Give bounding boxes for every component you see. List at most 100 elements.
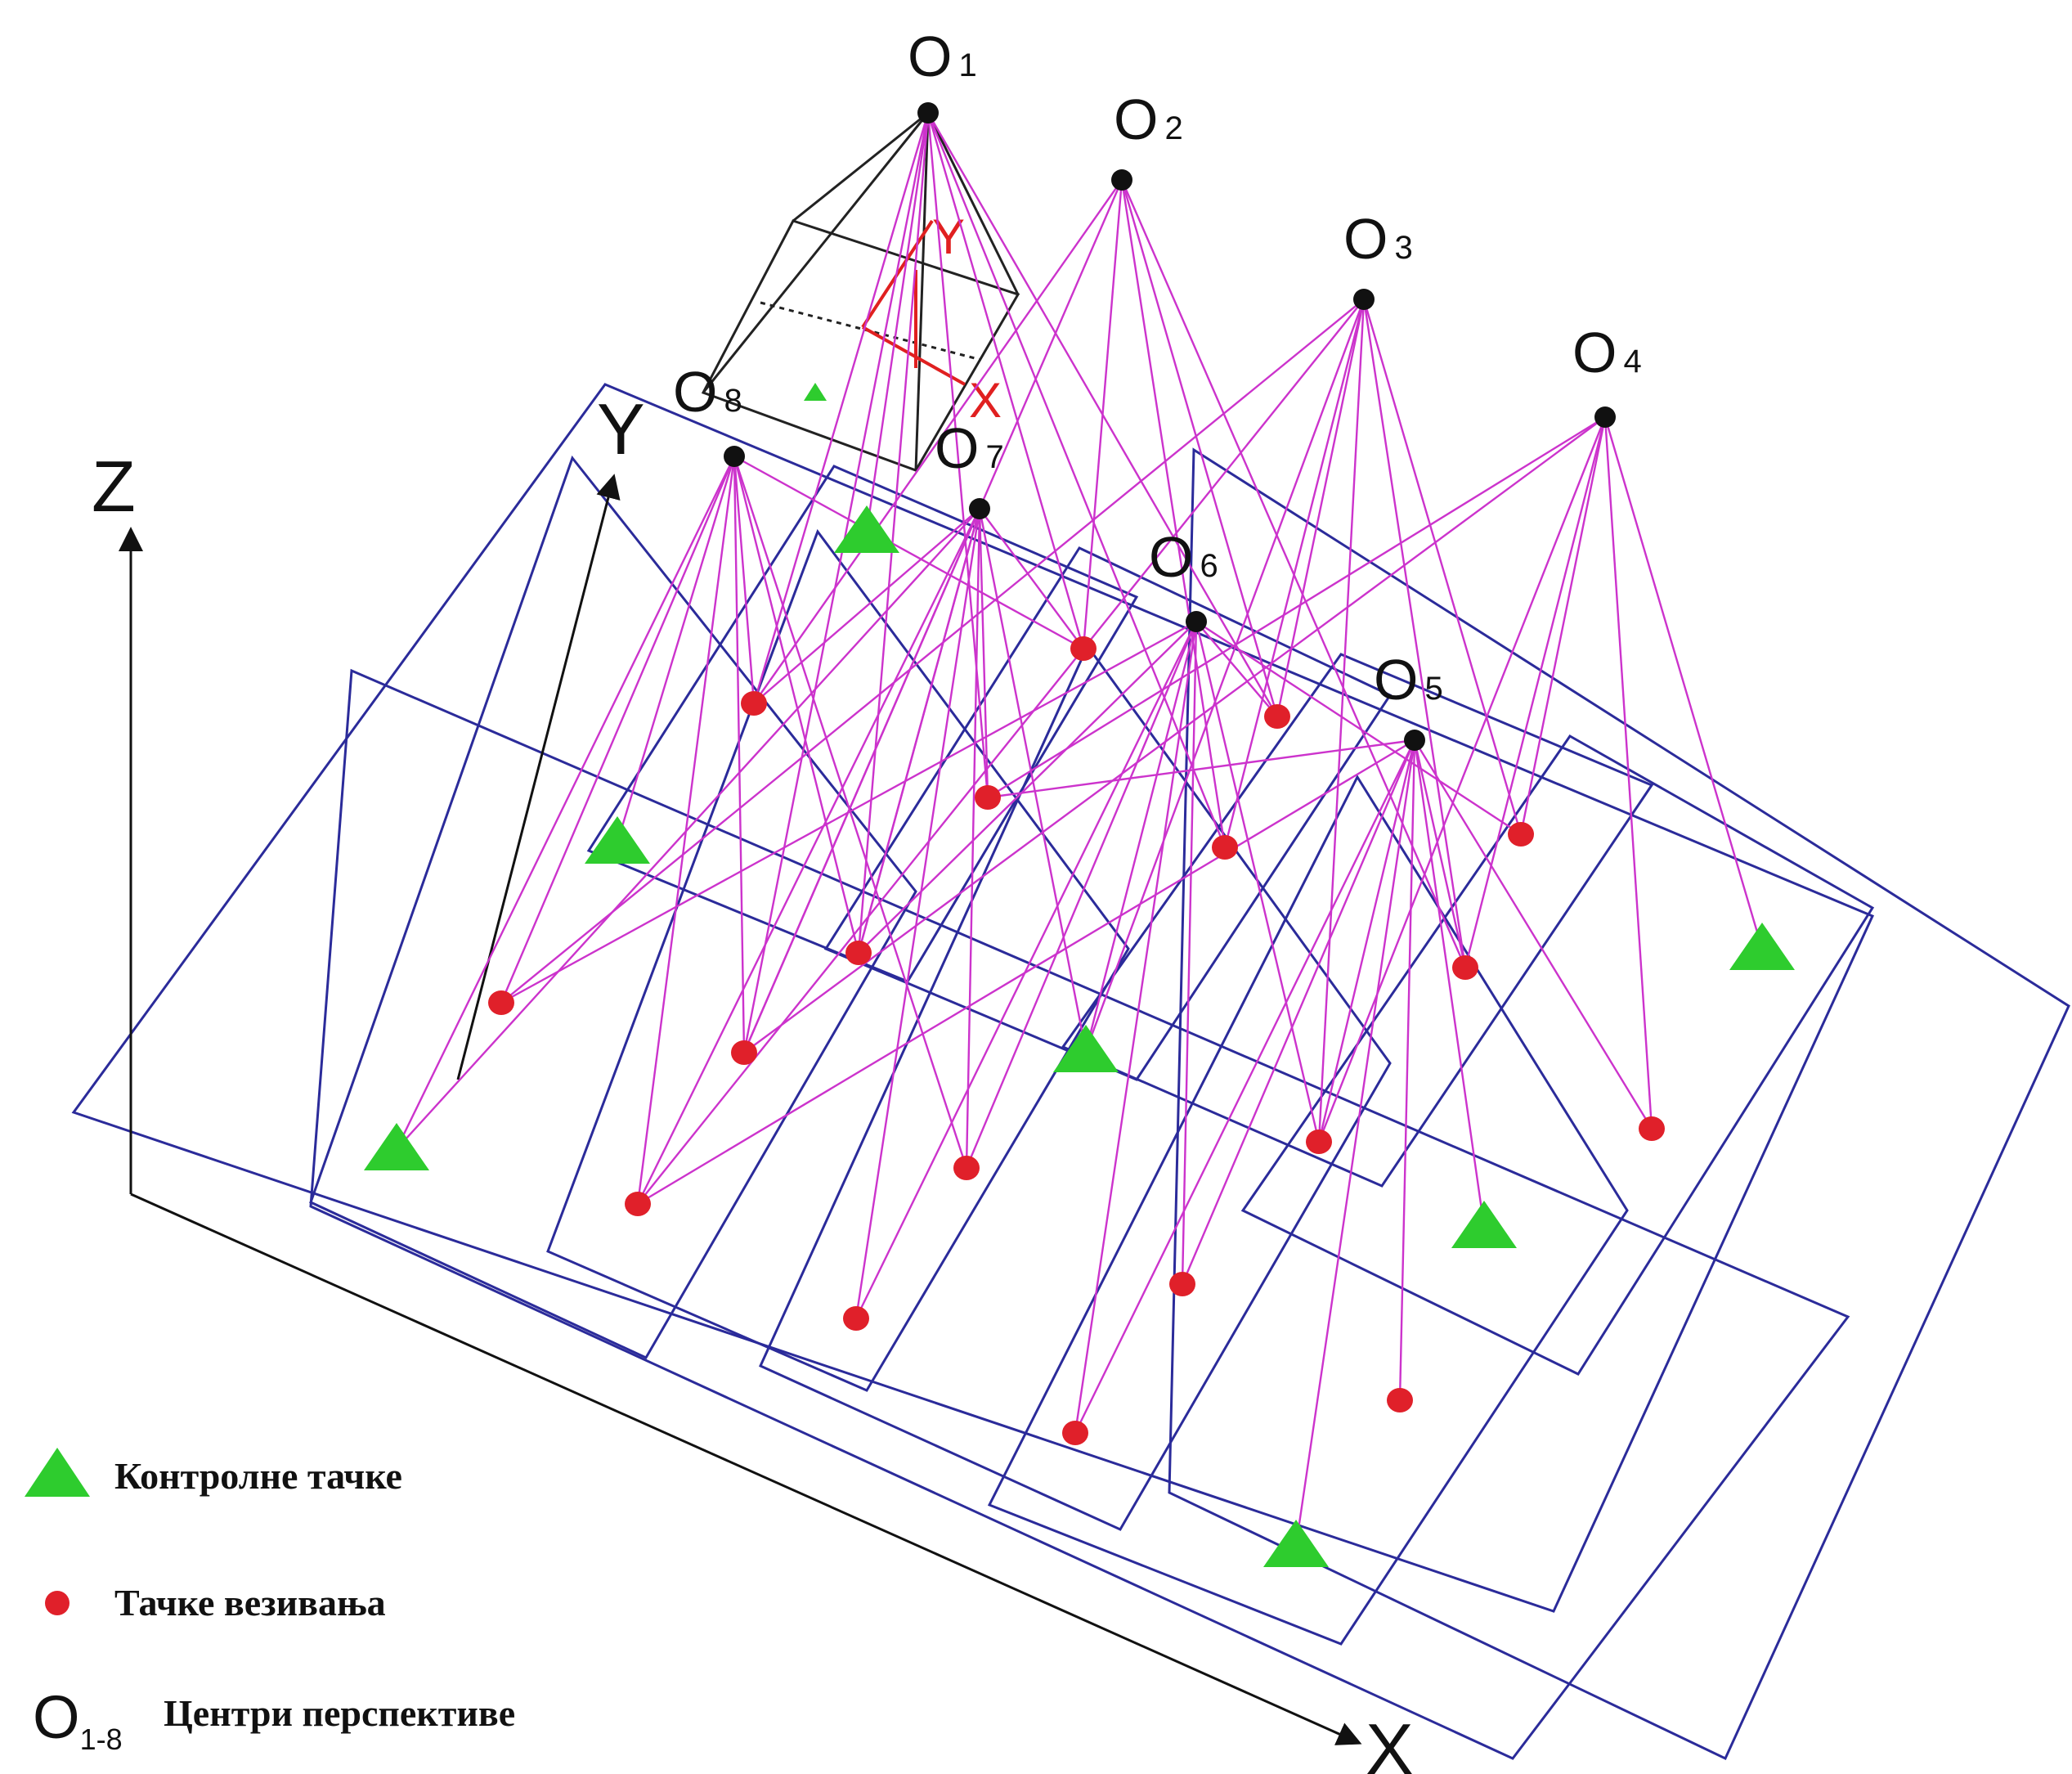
projection-ray xyxy=(1398,739,1416,1401)
tie-point xyxy=(1306,1130,1332,1154)
tie-point xyxy=(1387,1388,1413,1412)
camera-control-point xyxy=(804,383,827,401)
tie-point xyxy=(1264,704,1290,729)
tie-point xyxy=(1452,955,1478,980)
projection-ray xyxy=(395,456,736,1150)
projection-ray xyxy=(854,621,1198,1319)
projection-ray xyxy=(733,456,746,1053)
projection-ray xyxy=(1084,621,1198,1052)
projection-ray xyxy=(752,112,930,704)
projection-ray xyxy=(1413,739,1486,1228)
projection-ray xyxy=(965,508,981,1169)
projection-ray xyxy=(733,456,756,704)
projection-ray xyxy=(743,416,1606,1053)
control-point xyxy=(1053,1025,1119,1072)
perspective-center xyxy=(969,498,990,519)
world-axes xyxy=(119,474,1362,1745)
tie-point xyxy=(1062,1421,1088,1445)
projection-ray xyxy=(1603,416,1653,1130)
projection-ray xyxy=(742,508,981,1053)
tie-point xyxy=(843,1306,869,1331)
projection-ray xyxy=(1084,299,1366,1052)
projection-ray xyxy=(979,508,1084,649)
legend-tie-points-label: Тачке везивања xyxy=(114,1582,386,1624)
projection-ray xyxy=(926,112,989,798)
footprint-5 xyxy=(987,774,1629,1646)
legend-centers-symbol: O1-8 xyxy=(33,1683,123,1756)
projection-ray xyxy=(857,508,981,954)
perspective-center-letter: O xyxy=(1374,648,1418,712)
projection-ray xyxy=(1362,299,1523,835)
projection-ray xyxy=(978,508,989,798)
projection-ray xyxy=(1294,739,1416,1547)
tie-point xyxy=(1639,1116,1665,1141)
projection-ray xyxy=(1074,621,1198,1434)
control-points xyxy=(364,505,1795,1567)
projection-ray xyxy=(1276,299,1366,717)
projection-rays xyxy=(395,112,1764,1547)
perspective-center-letter: O xyxy=(1572,321,1617,384)
projection-ray xyxy=(396,508,980,1150)
projection-ray xyxy=(636,508,981,1205)
y-axis-label: Y xyxy=(597,388,645,469)
tie-point xyxy=(975,785,1001,810)
footprint-strip-3 xyxy=(309,668,1850,1760)
x-axis-label: X xyxy=(1366,1709,1414,1774)
legend-centers-label: Центри перспективе xyxy=(164,1692,515,1734)
projection-ray xyxy=(1464,416,1607,968)
perspective-center-index: 1 xyxy=(958,47,976,83)
projection-ray xyxy=(1317,299,1366,1143)
projection-ray xyxy=(1074,739,1416,1434)
projection-ray xyxy=(1362,299,1467,968)
tie-point xyxy=(741,691,767,716)
projection-ray xyxy=(733,456,968,1169)
projection-ray xyxy=(1519,416,1607,835)
projection-ray xyxy=(965,621,1198,1169)
projection-ray xyxy=(753,179,1123,704)
perspective-center xyxy=(724,446,745,467)
control-point xyxy=(1729,923,1795,970)
perspective-center xyxy=(1594,406,1616,428)
perspective-center xyxy=(1404,730,1425,751)
control-point xyxy=(834,505,899,553)
projection-ray xyxy=(1223,299,1366,848)
camera-x-label: X xyxy=(969,373,1002,428)
tie-point xyxy=(845,941,872,965)
perspective-center xyxy=(1186,611,1207,632)
perspective-center-index: 2 xyxy=(1164,110,1182,146)
footprint-2 xyxy=(823,546,1393,1081)
projection-ray xyxy=(1195,620,1522,836)
projection-ray xyxy=(987,415,1606,799)
tie-point xyxy=(1212,835,1238,860)
projection-ray xyxy=(926,112,1085,649)
footprint-8 xyxy=(309,455,917,1359)
projection-ray xyxy=(865,112,930,532)
z-axis-label: Z xyxy=(92,446,136,527)
projection-ray xyxy=(1413,739,1653,1130)
perspective-center-index: 4 xyxy=(1623,344,1641,380)
projection-ray xyxy=(616,456,736,843)
perspective-center xyxy=(1111,169,1132,191)
perspective-center-index: 7 xyxy=(985,439,1003,475)
perspective-center-letter: O xyxy=(1343,207,1388,271)
projection-ray xyxy=(1181,739,1416,1285)
footprint-strip-1 xyxy=(71,383,1875,1613)
footprint-3 xyxy=(1061,653,1654,1188)
control-point xyxy=(585,816,650,864)
footprint-4 xyxy=(1240,734,1875,1376)
control-point xyxy=(364,1123,429,1170)
legend: Контролне тачке Тачке везивања O1-8 Цент… xyxy=(25,1448,515,1756)
projection-ray xyxy=(978,508,1088,1052)
projection-ray xyxy=(858,621,1197,954)
projection-ray xyxy=(1181,621,1198,1285)
tie-point xyxy=(953,1156,980,1180)
footprint-strip-2 xyxy=(1168,447,2070,1761)
projection-ray xyxy=(1317,416,1607,1143)
control-point xyxy=(1451,1201,1517,1248)
